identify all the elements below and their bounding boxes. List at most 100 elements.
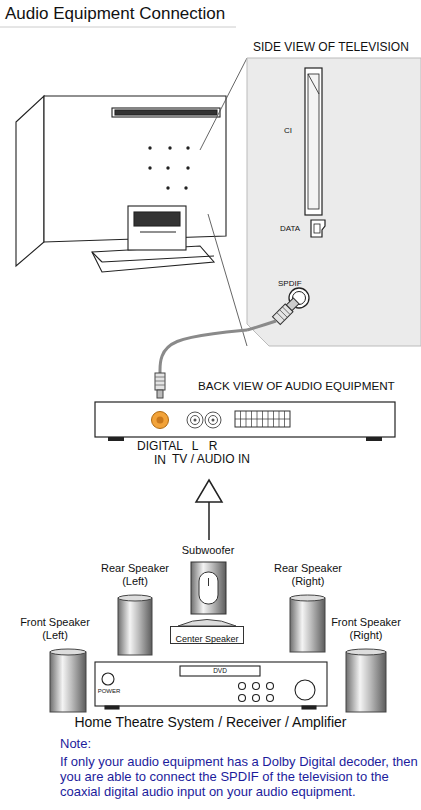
television-rear xyxy=(186,146,189,149)
label-box: Rear Speaker (Left) xyxy=(95,562,175,587)
label: DATA xyxy=(280,224,310,233)
receiver-symbol xyxy=(239,695,246,702)
coaxial-plug xyxy=(155,373,165,390)
television-rear xyxy=(184,186,187,189)
terminal-block xyxy=(268,411,269,427)
label: CI xyxy=(284,126,304,135)
label: Rear Speaker (Left) xyxy=(95,562,175,587)
title-rule xyxy=(0,27,236,28)
terminal-block xyxy=(246,411,247,427)
node-text: BACK VIEW OF AUDIO EQUIPMENT xyxy=(198,379,395,392)
speaker-symbol xyxy=(118,598,152,655)
receiver-symbol xyxy=(180,666,260,676)
spdif-plug xyxy=(272,297,300,325)
television-rear xyxy=(140,231,176,232)
television-rear xyxy=(102,256,214,262)
receiver-symbol xyxy=(267,695,274,702)
label: TV / AUDIO IN xyxy=(166,453,256,467)
television-rear xyxy=(112,108,220,117)
side-panel: SIDE VIEW OF TELEVISION xyxy=(247,34,421,346)
subwoofer-symbol xyxy=(208,578,209,586)
terminal-block xyxy=(262,411,263,427)
ci-slot xyxy=(305,68,322,215)
leader-line xyxy=(208,214,247,346)
coaxial-plug xyxy=(157,390,163,398)
coaxial-plug xyxy=(155,385,165,386)
television-rear xyxy=(168,146,171,149)
receiver-symbol xyxy=(253,695,260,702)
label: Front Speaker (Left) xyxy=(10,616,100,641)
label: R xyxy=(207,440,219,454)
terminal-block xyxy=(235,411,290,427)
data-port xyxy=(311,220,325,237)
data-port xyxy=(314,224,320,233)
coaxial-plug xyxy=(155,377,165,378)
rca-jack xyxy=(187,412,203,428)
audio-equipment-box-outline xyxy=(108,437,124,441)
television-rear xyxy=(166,186,169,189)
label-box: Front Speaker (Left) xyxy=(10,616,100,641)
television-rear xyxy=(148,166,151,169)
television-rear xyxy=(44,96,226,242)
receiver-symbol xyxy=(95,662,327,709)
ci-slot xyxy=(308,74,319,94)
label-box: Rear Speaker (Right) xyxy=(267,562,349,587)
side-panel-outline xyxy=(247,34,421,346)
subwoofer-symbol xyxy=(191,562,226,614)
ci-slot xyxy=(305,68,322,215)
coaxial-plug xyxy=(155,373,165,398)
label-box: L xyxy=(189,440,201,454)
spdif-plug xyxy=(277,312,285,320)
terminal-block xyxy=(240,411,241,427)
note-text: If only your audio equipment has a Dolby… xyxy=(60,754,418,799)
television-rear xyxy=(115,110,217,115)
rca-jack xyxy=(205,412,221,428)
speaker-symbol xyxy=(118,595,152,601)
speaker-symbol xyxy=(50,652,86,712)
terminal-block xyxy=(251,411,252,427)
receiver-symbol xyxy=(102,673,114,685)
terminal-block xyxy=(273,411,274,427)
receiver-symbol xyxy=(253,683,260,690)
speaker-symbol xyxy=(50,649,86,655)
cable xyxy=(247,321,276,330)
label-box: TV / AUDIO IN xyxy=(166,453,256,467)
receiver-symbol xyxy=(239,683,246,690)
rca-jack xyxy=(209,416,218,425)
terminal-block xyxy=(284,411,285,427)
ci-slot xyxy=(308,74,319,209)
terminal-block xyxy=(257,411,258,427)
digital-jack xyxy=(152,412,169,429)
rca-jack xyxy=(205,412,221,428)
audio-equipment-box-outline xyxy=(95,402,395,437)
speaker-symbol xyxy=(346,652,386,712)
rca-jack xyxy=(194,419,197,422)
node-text: Center Speaker xyxy=(175,634,238,644)
label: DVD xyxy=(205,667,235,674)
speaker-symbol xyxy=(50,595,386,712)
label: SPDIF xyxy=(278,279,310,288)
leader-line xyxy=(200,58,247,150)
receiver-symbol xyxy=(295,680,315,700)
receiver-symbol xyxy=(105,706,119,709)
television-rear xyxy=(148,146,151,149)
label-box: R xyxy=(207,440,219,454)
receiver-symbol xyxy=(302,706,316,709)
television-rear xyxy=(186,166,189,169)
label-box: Front Speaker (Right) xyxy=(318,616,414,641)
label-box: If only your audio equipment has a Dolby… xyxy=(60,754,418,799)
direction-arrow xyxy=(196,480,222,540)
label-box: SPDIF xyxy=(278,279,310,288)
coaxial-plug xyxy=(155,381,165,382)
label: Rear Speaker (Right) xyxy=(267,562,349,587)
label-box: Subwoofer xyxy=(168,544,248,557)
digital-jack xyxy=(157,417,164,424)
terminal-block xyxy=(279,411,280,427)
subwoofer-symbol xyxy=(191,562,226,614)
label: L xyxy=(189,440,201,454)
television-rear xyxy=(16,96,226,272)
rca-jack xyxy=(191,416,200,425)
television-rear xyxy=(148,146,189,189)
